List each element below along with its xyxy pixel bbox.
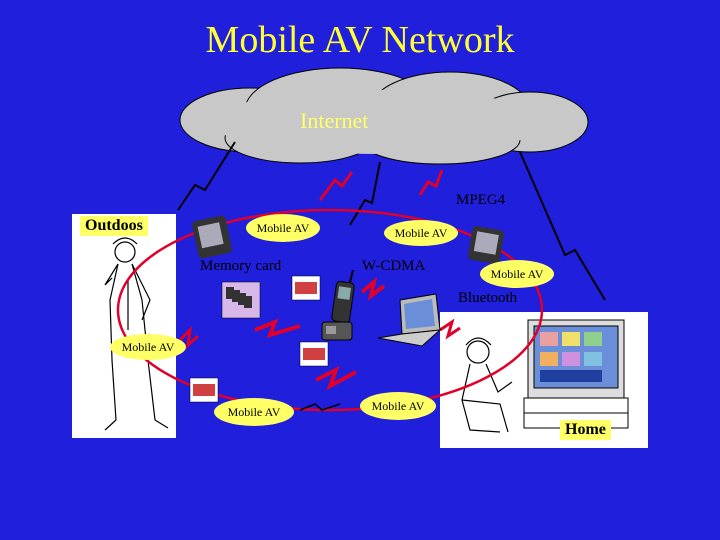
internet-label: Internet <box>300 108 369 133</box>
home-label: Home <box>560 420 611 440</box>
memory-card-icon <box>291 275 321 301</box>
pda-left-icon <box>192 215 232 259</box>
tv-set <box>523 319 629 429</box>
link-outdoor <box>177 141 236 211</box>
lightning-home <box>439 318 461 340</box>
mobile-av-node: Mobile AV <box>246 214 320 242</box>
internet-cloud <box>179 67 589 165</box>
wcdma-label: W-CDMA <box>362 258 426 274</box>
walking-person <box>104 237 169 431</box>
memory-card-stack-icon <box>221 281 261 319</box>
seated-person <box>461 337 513 433</box>
outdoor-label: Outdoos <box>80 216 148 236</box>
link-phone-bottom <box>299 403 341 411</box>
link-wcdma <box>349 161 381 226</box>
bluetooth-label: Bluetooth <box>458 290 518 306</box>
lightning-cloud-1 <box>318 171 354 201</box>
pda-right-icon <box>467 226 505 264</box>
mobile-av-node: Mobile AV <box>360 392 436 420</box>
mobile-av-node: Mobile AV <box>214 398 294 426</box>
page-title: Mobile AV Network <box>205 19 515 61</box>
network-ring <box>116 208 544 412</box>
mobile-av-node: Mobile AV <box>384 220 458 246</box>
mobile-av-node: Mobile AV <box>480 260 554 288</box>
memory-card-label: Memory card <box>200 258 282 274</box>
handset-icon <box>321 321 353 341</box>
link-home <box>519 151 606 301</box>
lightning-card-phone <box>254 318 301 339</box>
mpeg4-label: MPEG4 <box>456 192 506 208</box>
lightning-bottom <box>315 365 357 391</box>
memory-card-icon <box>299 341 329 367</box>
lightning-phone-laptop <box>360 276 386 301</box>
mobile-phone-icon <box>331 269 355 324</box>
memory-card-icon <box>189 377 219 403</box>
lightning-cloud-2 <box>418 169 444 196</box>
lightning-outdoor <box>178 325 200 349</box>
mobile-av-node: Mobile AV <box>110 334 186 360</box>
laptop-icon <box>377 293 442 347</box>
